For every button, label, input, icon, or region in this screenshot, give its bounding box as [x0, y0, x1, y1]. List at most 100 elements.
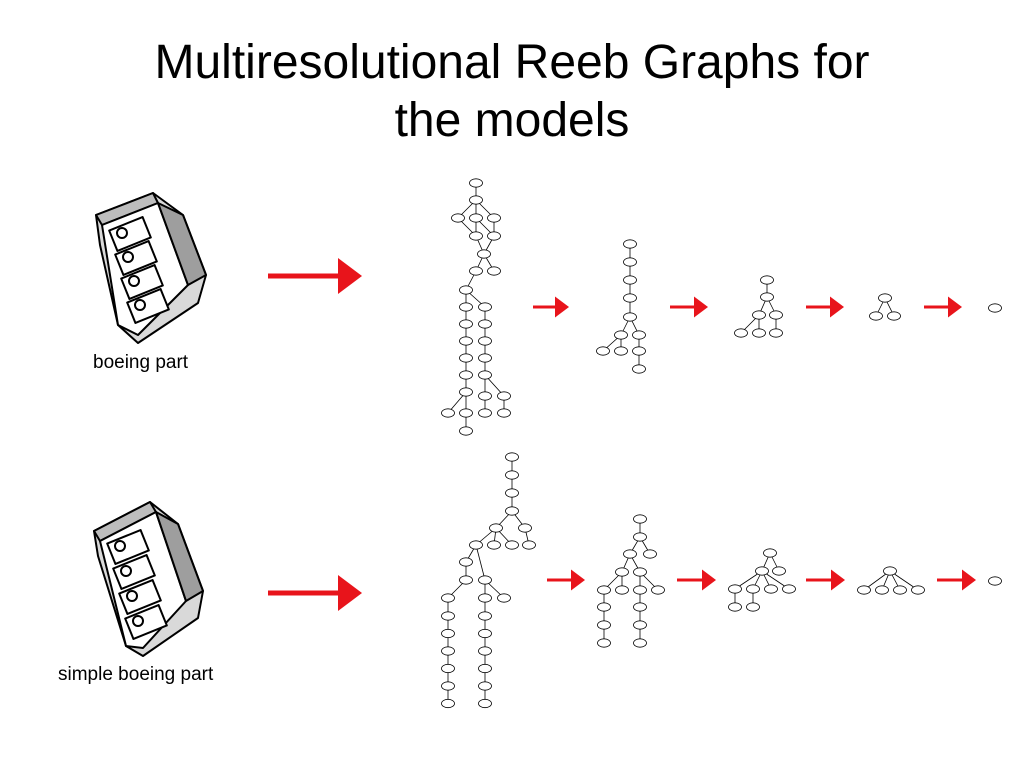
graph-node	[633, 602, 647, 612]
graph-node	[763, 548, 777, 558]
graph-node	[478, 353, 492, 363]
graph-node	[478, 391, 492, 401]
graph-node	[487, 540, 501, 550]
graph-node	[623, 275, 637, 285]
graph-node	[651, 585, 665, 595]
graph-node	[752, 328, 766, 338]
model-2-main-arrow	[268, 575, 362, 611]
graph-node	[478, 663, 492, 674]
graph-node	[459, 302, 473, 312]
graph-node	[441, 408, 455, 418]
boeing-part-caption: boeing part	[93, 352, 189, 373]
graph-node	[469, 266, 483, 276]
reeb-graph-2-level-1	[597, 514, 665, 648]
graph-node	[459, 336, 473, 346]
graph-node	[596, 346, 610, 356]
arrow-head	[962, 569, 976, 591]
graph-node	[597, 638, 611, 648]
graph-node	[633, 532, 647, 542]
graph-node	[887, 311, 901, 321]
graph-node	[459, 387, 473, 397]
graph-node	[478, 370, 492, 380]
reeb-graph-1-level-1	[596, 239, 646, 374]
graph-node	[441, 681, 455, 691]
slide-title-line-1: Multiresolutional Reeb Graphs for	[154, 36, 870, 89]
graph-node	[487, 213, 501, 223]
graph-node	[623, 549, 637, 559]
graph-node	[489, 523, 503, 533]
graph-node	[478, 646, 492, 656]
graph-node	[505, 452, 519, 462]
graph-node	[869, 311, 883, 321]
graph-node	[441, 628, 455, 639]
reeb-graph-2-level-2	[728, 548, 796, 612]
graph-node	[633, 585, 647, 595]
reeb-graph-1-level-3	[869, 293, 901, 321]
graph-node	[893, 585, 907, 595]
simple-boeing-part-caption: simple boeing part	[58, 664, 214, 685]
graph-node	[728, 584, 742, 594]
model-2-arrow-1	[547, 569, 585, 591]
graph-node	[459, 319, 473, 329]
graph-node	[459, 408, 473, 418]
graph-node	[505, 470, 519, 480]
reeb-graph-2-level-0	[441, 452, 536, 709]
graph-node	[469, 540, 483, 550]
model-1-arrow-1	[533, 296, 569, 318]
graph-node	[857, 585, 871, 595]
graph-node	[497, 391, 511, 401]
graph-node	[597, 602, 611, 612]
graph-node	[597, 585, 611, 595]
reeb-graph-2-level-4	[988, 576, 1002, 586]
graph-node	[478, 681, 492, 691]
graph-node	[469, 195, 483, 205]
graph-node	[441, 698, 455, 709]
graph-node	[478, 698, 492, 709]
graph-node	[505, 506, 519, 516]
graph-node	[441, 593, 455, 603]
arrow-head	[338, 575, 362, 611]
graph-node	[441, 646, 455, 656]
graph-node	[643, 549, 657, 559]
graph-node	[760, 292, 774, 302]
arrow-head	[830, 296, 844, 318]
model-1-arrow-4	[924, 296, 962, 318]
graph-node	[746, 584, 760, 594]
simple-boeing-part-image	[93, 501, 204, 657]
graph-node	[633, 514, 647, 524]
graph-node	[782, 584, 796, 594]
graph-node	[478, 628, 492, 639]
model-1-arrow-2	[670, 296, 708, 318]
graph-node	[478, 319, 492, 329]
graph-node	[478, 593, 492, 603]
graph-node	[632, 364, 646, 374]
graph-node	[469, 213, 483, 223]
graph-node	[632, 346, 646, 356]
graph-node	[597, 620, 611, 630]
graph-node	[764, 584, 778, 594]
model-1-main-arrow	[268, 258, 362, 294]
graph-node	[478, 336, 492, 346]
graph-node	[883, 566, 897, 576]
graph-node	[988, 576, 1002, 586]
graph-node	[478, 575, 492, 585]
slide-title: Multiresolutional Reeb Graphs for the mo…	[0, 34, 1024, 150]
graph-node	[623, 293, 637, 303]
graph-node	[728, 602, 742, 612]
graph-node	[497, 593, 511, 603]
graph-node	[878, 293, 892, 303]
graph-node	[614, 330, 628, 340]
reeb-graph-1-level-0	[441, 178, 511, 436]
model-2-arrow-3	[806, 569, 845, 591]
graph-node	[478, 302, 492, 312]
arrow-head	[948, 296, 962, 318]
graph-node	[459, 557, 473, 567]
graph-node	[623, 312, 637, 322]
graph-node	[988, 303, 1002, 313]
graph-node	[623, 239, 637, 249]
graph-node	[614, 346, 628, 356]
graph-node	[769, 328, 783, 338]
reeb-graph-1-level-2	[734, 275, 783, 338]
graph-node	[505, 488, 519, 498]
